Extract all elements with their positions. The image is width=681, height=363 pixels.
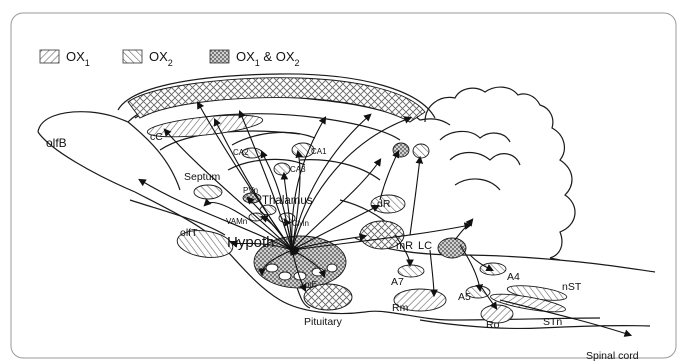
label-CMn: CMn — [292, 219, 309, 228]
legend-swatch-ox1 — [39, 49, 60, 64]
label-PVn: PVn — [243, 186, 258, 195]
legend-swatch-both — [209, 49, 230, 64]
STn-region — [490, 293, 566, 313]
hypothalamic-nucleus-3 — [293, 271, 307, 281]
label-thalamus: Thalamus — [262, 195, 313, 207]
label-mE: mE — [305, 280, 317, 289]
label-STn: STn — [543, 316, 562, 328]
label-spinal-cord: Spinal cord — [586, 350, 639, 362]
region-labels: olfB cC CA2 CA1 CA3 Septum PVn Thalamus … — [46, 131, 639, 362]
label-Ro: Ro — [486, 319, 500, 331]
label-olfB: olfB — [46, 136, 67, 150]
label-mR: mR — [396, 240, 413, 252]
hypothalamic-nucleus-2 — [278, 271, 292, 281]
A4-region — [479, 262, 507, 276]
hypothalamic-nucleus-1 — [265, 263, 279, 273]
projection-arrows — [138, 101, 633, 337]
legend-label-ox1: OX1 — [66, 49, 90, 68]
label-nST: nST — [562, 281, 582, 293]
olfT-region — [176, 230, 234, 258]
legend: OX1 OX2 OX1 & OX2 — [39, 49, 300, 68]
cortex-region — [127, 77, 426, 123]
legend-label-both: OX1 & OX2 — [236, 49, 300, 68]
hypothalamic-nucleus-5 — [326, 263, 338, 273]
label-hypoth: Hypoth — [227, 234, 275, 251]
pituitary-region — [303, 283, 353, 311]
septum-region — [193, 184, 223, 200]
label-A4: A4 — [507, 271, 520, 283]
colliculus-region-a — [392, 142, 410, 158]
label-CA1: CA1 — [311, 147, 327, 156]
label-CA2: CA2 — [233, 148, 249, 157]
colliculus-region-b — [412, 143, 430, 159]
label-dR: dR — [377, 198, 391, 210]
label-A7: A7 — [391, 276, 404, 288]
cC-region — [146, 114, 264, 138]
label-cC: cC — [150, 131, 163, 143]
label-septum: Septum — [184, 171, 220, 183]
label-olfT: olfT — [180, 227, 198, 239]
label-pituitary: Pituitary — [304, 316, 343, 328]
legend-swatch-ox2 — [122, 49, 143, 64]
regions — [127, 77, 568, 324]
label-Rm: Rm — [392, 302, 409, 314]
label-CA3: CA3 — [290, 165, 306, 174]
legend-label-ox2: OX2 — [149, 49, 173, 68]
figure-frame — [10, 12, 677, 359]
LC-region — [437, 237, 467, 259]
label-LC: LC — [418, 240, 432, 252]
label-A5: A5 — [458, 291, 471, 303]
CA3-region — [273, 162, 291, 176]
label-VAMn: VAMn — [226, 217, 247, 226]
